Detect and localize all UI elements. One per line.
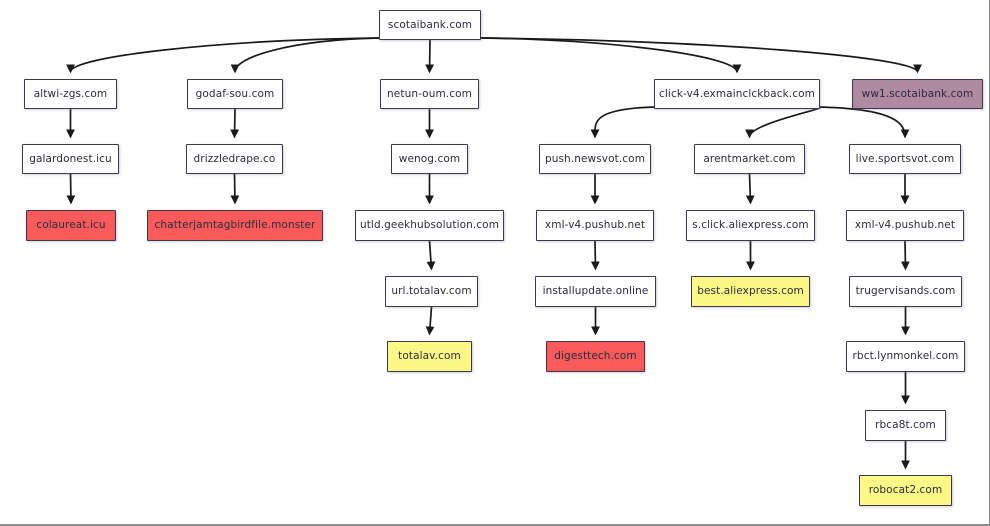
graph-node-label: godaf-sou.com — [195, 87, 275, 100]
graph-node[interactable]: xml-v4.pushub.net — [846, 210, 964, 241]
graph-node-label: live.sportsvot.com — [855, 152, 955, 165]
graph-node-label: url.totalav.com — [391, 285, 472, 298]
graph-node[interactable]: rbct.lynmonkel.com — [846, 341, 965, 372]
graph-node-label: s.click.aliexpress.com — [692, 219, 809, 232]
graph-node-label: galardonest.icu — [29, 152, 112, 165]
graph-node-label: xml-v4.pushub.net — [544, 219, 646, 232]
graph-node[interactable]: totalav.com — [387, 341, 472, 372]
graph-edge — [425, 39, 435, 74]
graph-edge — [745, 106, 821, 139]
graph-edge — [425, 306, 435, 336]
graph-edge — [230, 37, 380, 74]
graph-node-label: best.aliexpress.com — [697, 285, 804, 298]
graph-node[interactable]: s.click.aliexpress.com — [686, 210, 815, 241]
graph-node-label: click-v4.exmainclckback.com — [659, 87, 815, 100]
graph-node[interactable]: chatterjamtagbirdfile.monster — [147, 210, 323, 241]
graph-node-label: scotaibank.com — [387, 18, 473, 31]
graph-node-label: installupdate.online — [542, 285, 649, 298]
graph-node[interactable]: click-v4.exmainclckback.com — [654, 79, 820, 109]
graph-node-label: totalav.com — [398, 350, 461, 363]
graph-node[interactable]: utld.geekhubsolution.com — [355, 210, 504, 241]
graph-node-label: trugervisands.com — [855, 285, 956, 298]
graph-node-label: digesttech.com — [554, 350, 637, 363]
graph-edge — [480, 37, 742, 74]
graph-edge — [480, 37, 922, 74]
graph-node-label: wenog.com — [398, 152, 461, 165]
graph-edge — [745, 173, 755, 205]
graph-edge — [230, 173, 240, 205]
graph-edge — [900, 240, 910, 271]
graph-node[interactable]: trugervisands.com — [849, 276, 962, 307]
graph-node[interactable]: digesttech.com — [546, 341, 645, 372]
graph-node[interactable]: best.aliexpress.com — [691, 276, 810, 307]
graph-edge — [66, 37, 380, 74]
graph-node[interactable]: ww1.scotaibank.com — [852, 79, 983, 109]
graph-edge — [590, 106, 655, 139]
graph-edge — [230, 108, 240, 139]
graph-node-label: drizzledrape.co — [193, 152, 276, 165]
graph-node[interactable]: godaf-sou.com — [187, 79, 283, 109]
graph-node-label: xml-v4.pushub.net — [854, 219, 956, 232]
graph-node-label: arentmarket.com — [703, 152, 796, 165]
graph-edge — [66, 173, 76, 205]
graph-node[interactable]: wenog.com — [391, 144, 468, 174]
graph-node-label: colaureat.icu — [36, 219, 106, 232]
graph-node-label: utld.geekhubsolution.com — [359, 219, 500, 232]
graph-edge — [819, 106, 910, 139]
graph-node[interactable]: altwi-zgs.com — [24, 79, 117, 109]
graph-node-label: chatterjamtagbirdfile.monster — [154, 219, 316, 232]
graph-node[interactable]: push.newsvot.com — [539, 144, 651, 174]
graph-node[interactable]: url.totalav.com — [385, 276, 478, 307]
graph-node-label: robocat2.com — [868, 484, 943, 497]
graph-node-label: rbct.lynmonkel.com — [852, 350, 959, 363]
graph-node-label: altwi-zgs.com — [33, 87, 108, 100]
graph-node[interactable]: netun-oum.com — [380, 79, 479, 109]
graph-node[interactable]: robocat2.com — [859, 475, 952, 506]
graph-edge — [426, 240, 436, 271]
graph-node[interactable]: colaureat.icu — [26, 210, 116, 241]
graph-node-label: push.newsvot.com — [544, 152, 646, 165]
graph-node-label: ww1.scotaibank.com — [861, 87, 974, 100]
graph-node[interactable]: scotaibank.com — [379, 10, 481, 40]
graph-node[interactable]: arentmarket.com — [694, 144, 805, 174]
graph-node-label: rbca8t.com — [875, 419, 936, 432]
graph-node[interactable]: live.sportsvot.com — [849, 144, 961, 174]
graph-node[interactable]: drizzledrape.co — [186, 144, 283, 174]
graph-node[interactable]: installupdate.online — [535, 276, 656, 307]
graph-node[interactable]: xml-v4.pushub.net — [536, 210, 654, 241]
graph-node[interactable]: rbca8t.com — [865, 410, 946, 441]
graph-edge — [590, 240, 600, 271]
graph-node-label: netun-oum.com — [387, 87, 472, 100]
graph-node[interactable]: galardonest.icu — [22, 144, 119, 174]
